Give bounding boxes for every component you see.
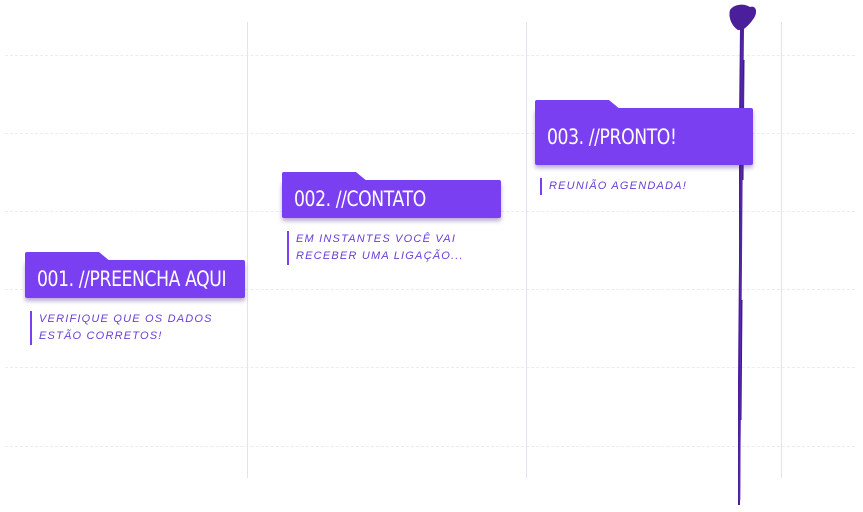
grid-line-h <box>5 55 855 56</box>
grid-line-h <box>5 446 855 447</box>
step-description-line: RECEBER UMA LIGAÇÃO... <box>296 250 464 262</box>
step-3: 003. //PRONTO! REUNIÃO AGENDADA! <box>535 108 753 195</box>
brush-stroke-decoration <box>729 4 757 505</box>
step-folder-tab: 003. //PRONTO! <box>535 108 753 165</box>
grid-line-v <box>781 22 782 478</box>
step-title: 003. //PRONTO! <box>547 124 677 149</box>
grid-line-h <box>5 367 855 368</box>
grid-line-v <box>247 22 248 478</box>
step-description-line: ESTÃO CORRETOS! <box>39 330 163 342</box>
step-description: REUNIÃO AGENDADA! <box>540 178 753 195</box>
grid-line-h <box>5 133 855 134</box>
step-description-line: REUNIÃO AGENDADA! <box>549 180 687 192</box>
step-title: 001. //PREENCHA AQUI <box>37 267 227 291</box>
step-description: VERIFIQUE QUE OS DADOS ESTÃO CORRETOS! <box>30 311 245 345</box>
step-description-line: VERIFIQUE QUE OS DADOS <box>39 313 213 325</box>
grid-line-h <box>5 289 855 290</box>
step-folder-tab: 002. //CONTATO <box>282 180 501 218</box>
step-folder-tab: 001. //PREENCHA AQUI <box>25 260 245 298</box>
step-2: 002. //CONTATO EM INSTANTES VOCÊ VAI REC… <box>282 180 501 265</box>
step-title: 002. //CONTATO <box>294 187 426 211</box>
grid-line-v <box>526 22 527 478</box>
step-description: EM INSTANTES VOCÊ VAI RECEBER UMA LIGAÇÃ… <box>287 231 501 265</box>
step-description-line: EM INSTANTES VOCÊ VAI <box>296 233 457 245</box>
step-1: 001. //PREENCHA AQUI VERIFIQUE QUE OS DA… <box>25 260 245 345</box>
